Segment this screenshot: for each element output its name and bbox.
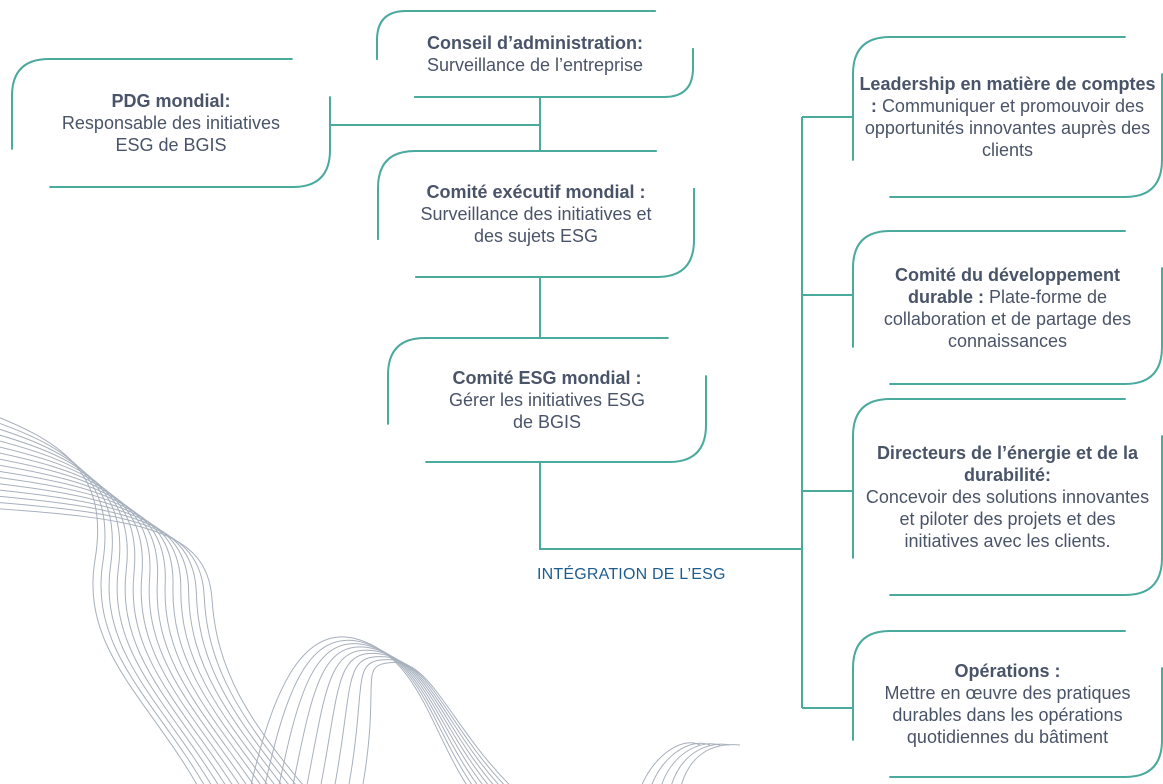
contour-line <box>264 639 473 784</box>
executive-title: Comité exécutif mondial : <box>426 182 646 202</box>
contour-line <box>306 649 489 784</box>
sustainability-committee-box: Comité du développement durable : Plate-… <box>852 230 1163 385</box>
contour-line <box>651 742 711 784</box>
contour-line <box>0 489 282 784</box>
contour-line <box>0 434 219 784</box>
energy-sustainability-directors-box: Directeurs de l’énergie et de la durabil… <box>852 398 1163 596</box>
connector-esg-to-branch <box>539 463 802 550</box>
ceo-title: PDG mondial: <box>111 91 231 111</box>
contour-line <box>641 742 701 784</box>
contour-line <box>348 659 505 784</box>
contour-line <box>278 643 478 784</box>
contour-line <box>362 661 510 784</box>
contour-line <box>661 743 721 784</box>
box-frame <box>852 398 1163 596</box>
operations-box: Opérations : Mettre en œuvre des pratiqu… <box>852 630 1163 778</box>
contour-line <box>0 452 240 784</box>
global-executive-committee-box: Comité exécutif mondial : Surveillance d… <box>377 150 695 278</box>
contour-line <box>292 646 483 784</box>
contour-line <box>0 423 205 784</box>
contour-line <box>0 458 247 784</box>
sustainability-title: Comité du développement durable : <box>894 264 1121 307</box>
contour-line <box>0 417 198 784</box>
board-text: Surveillance de l’entreprise <box>426 55 644 75</box>
contour-line <box>0 446 233 784</box>
operations-title: Opérations : <box>954 661 1061 681</box>
operations-text: Mettre en œuvre des pratiques durables d… <box>884 683 1131 747</box>
box-frame <box>11 58 331 188</box>
contour-line <box>0 483 275 784</box>
box-frame <box>377 150 695 278</box>
contour-line <box>681 744 741 784</box>
contour-line <box>0 440 226 784</box>
global-esg-committee-box: Comité ESG mondial : Gérer les initiativ… <box>387 337 707 463</box>
board-of-directors-box: Conseil d’administration: Surveillance d… <box>376 10 694 98</box>
box-frame <box>852 230 1163 385</box>
contour-line <box>334 656 499 784</box>
ceo-text: Responsable des initiatives ESG de BGIS <box>61 113 281 155</box>
global-ceo-box: PDG mondial: Responsable des initiatives… <box>11 58 331 188</box>
contour-line <box>0 502 296 784</box>
contour-line <box>0 428 212 784</box>
contour-line <box>0 495 289 784</box>
box-frame <box>852 36 1163 198</box>
executive-text: Surveillance des initiatives et des suje… <box>420 204 652 246</box>
contour-line <box>0 464 254 784</box>
esg-committee-title: Comité ESG mondial : <box>452 368 642 388</box>
account-leadership-box: Leadership en matière de comptes : Commu… <box>852 36 1163 198</box>
esg-integration-label: INTÉGRATION DE L’ESG <box>537 566 726 583</box>
contour-line <box>671 743 731 784</box>
box-frame <box>376 10 694 98</box>
leadership-text: Communiquer et promouvoir des opportunit… <box>864 96 1151 160</box>
box-frame <box>387 337 707 463</box>
contour-line <box>320 652 494 784</box>
leadership-title: Leadership en matière de comptes : <box>859 74 1156 116</box>
board-title: Conseil d’administration: <box>426 33 644 53</box>
contour-line <box>250 636 467 784</box>
contour-line <box>0 470 261 784</box>
sustainability-text: Plate-forme de collaboration et de parta… <box>883 286 1132 351</box>
directors-title: Directeurs de l’énergie et de la durabil… <box>876 443 1139 485</box>
directors-text: Concevoir des solutions innovantes et pi… <box>865 487 1150 551</box>
box-frame <box>852 630 1163 778</box>
esg-committee-text: Gérer les initiatives ESG de BGIS <box>448 390 646 432</box>
contour-line <box>0 477 268 784</box>
contour-line <box>0 508 303 784</box>
